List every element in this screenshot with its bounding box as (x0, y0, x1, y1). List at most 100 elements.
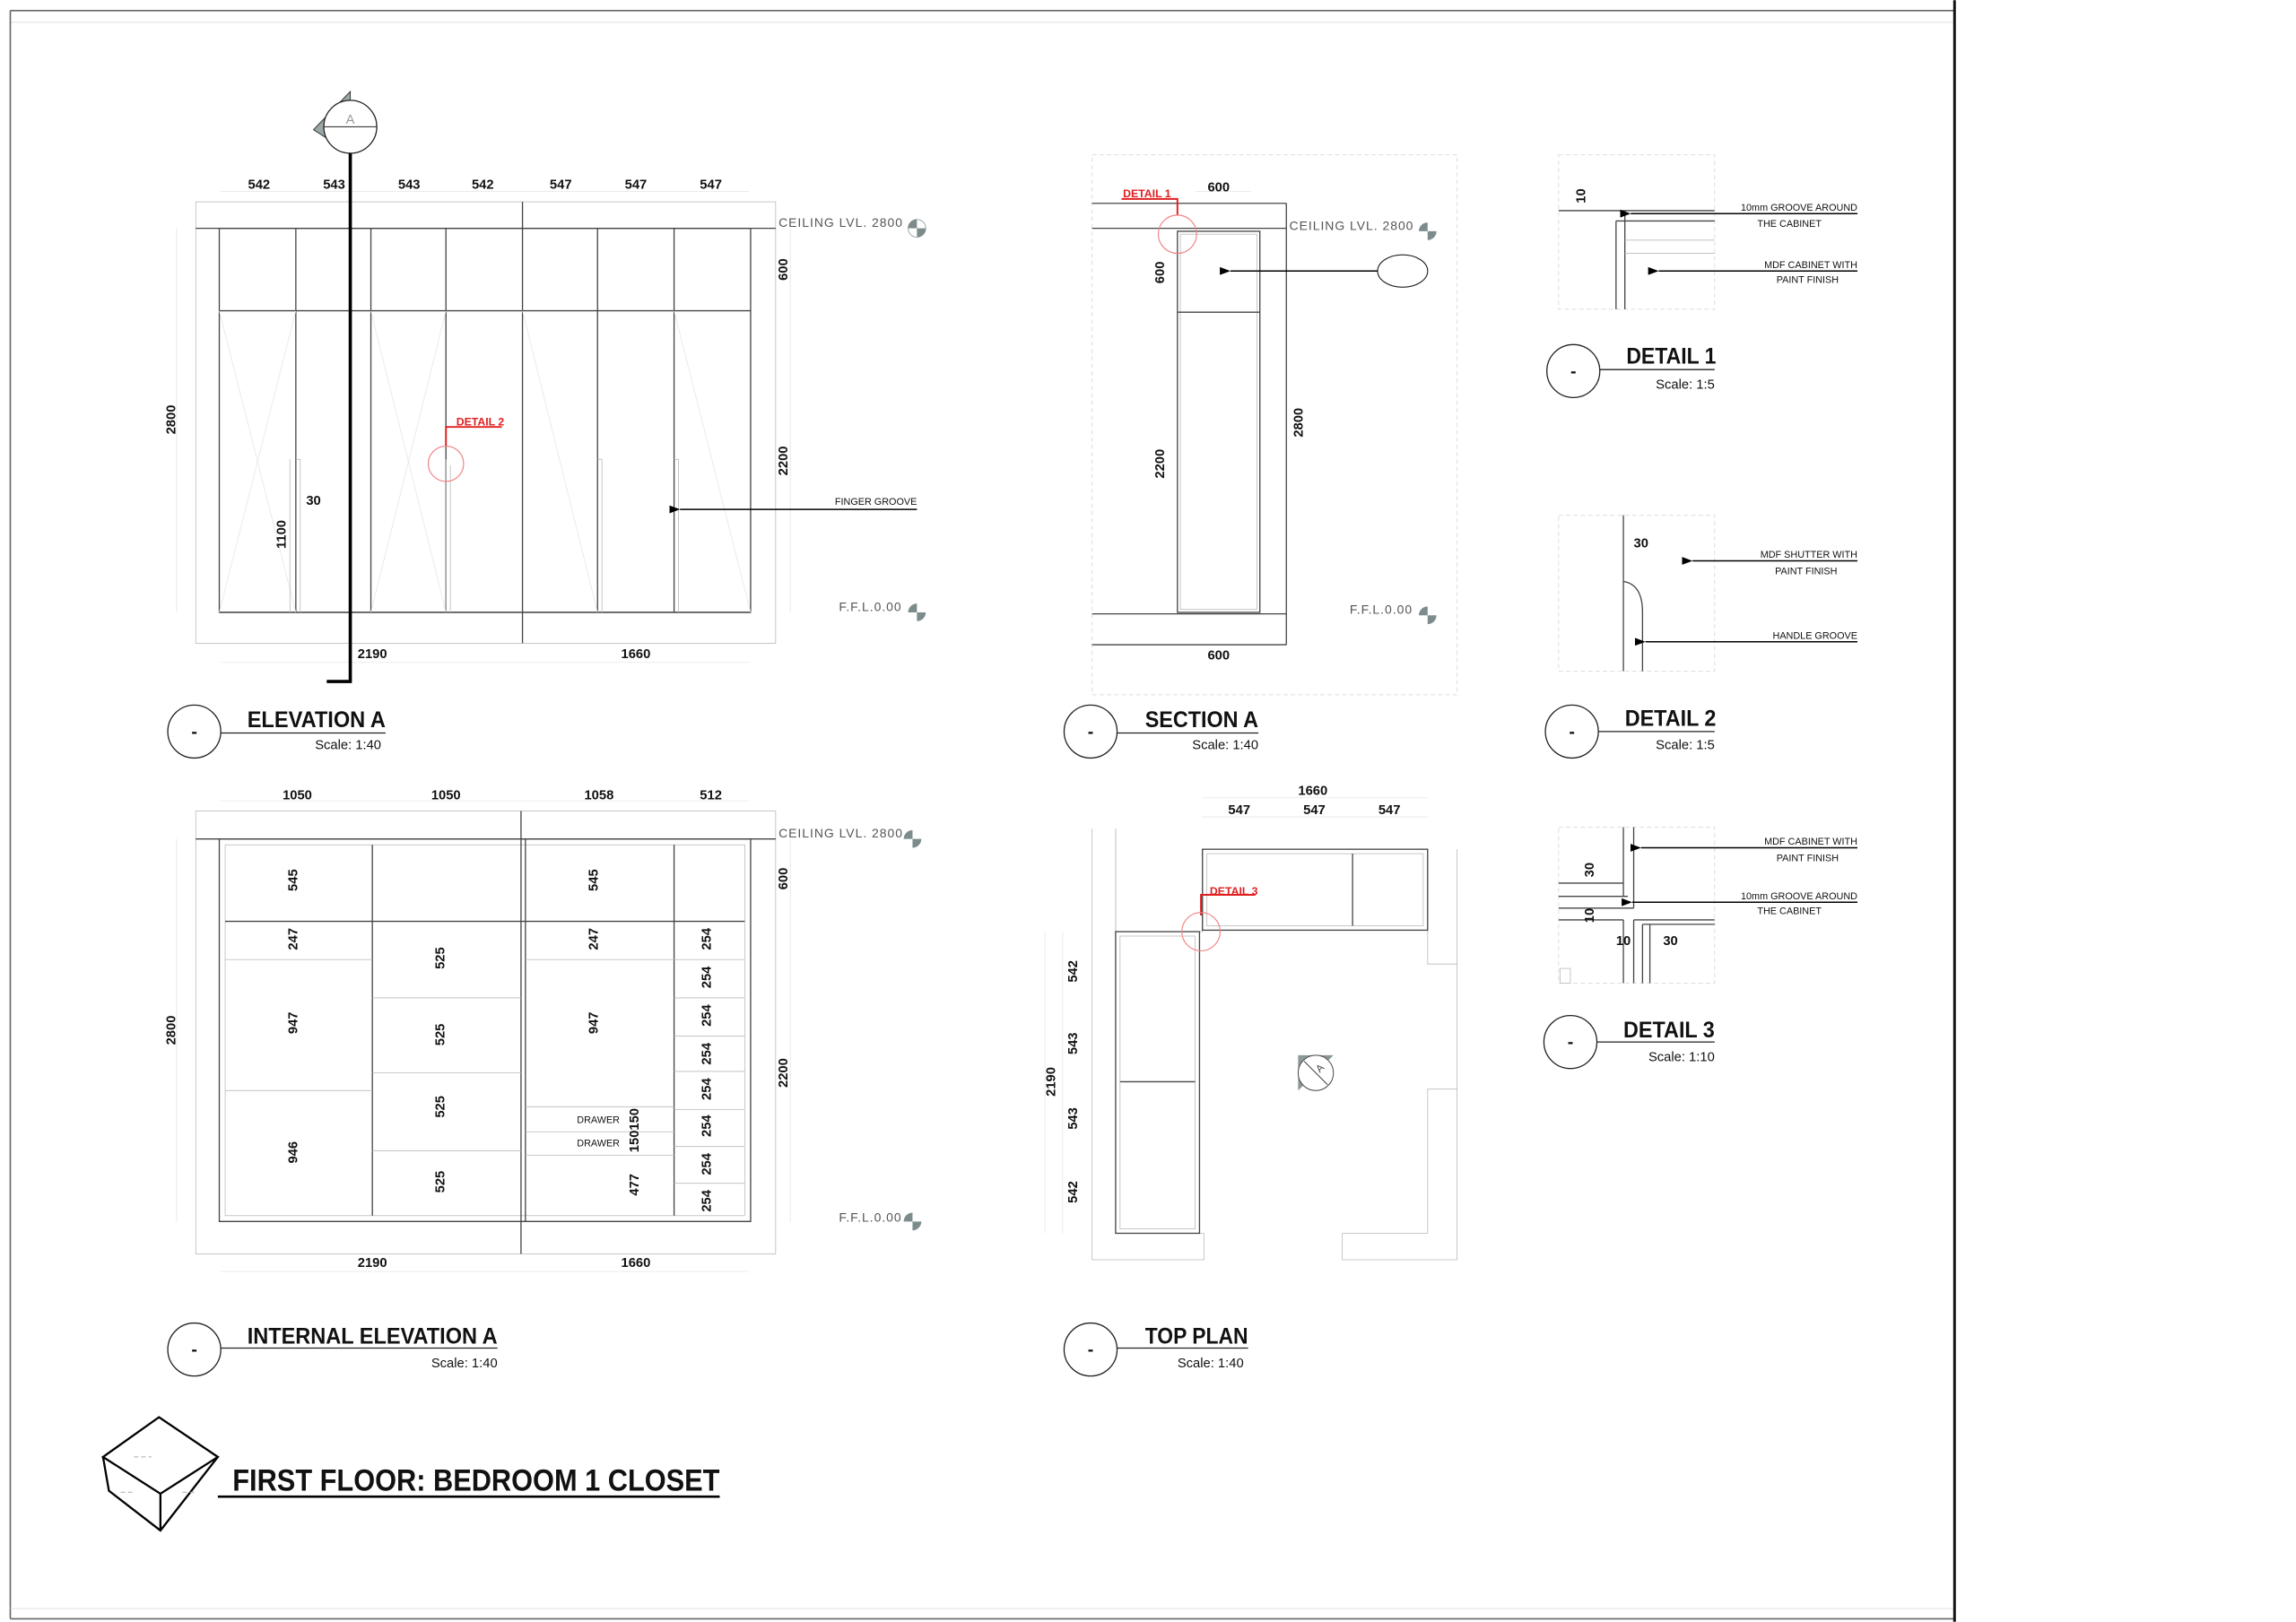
view-title: - DETAIL 2 Scale: 1:5 (1544, 704, 1717, 759)
dim-label: 247 (286, 928, 300, 950)
svg-text:Scale: 1:40: Scale: 1:40 (1178, 1357, 1244, 1371)
view-title: - INTERNAL ELEVATION A Scale: 1:40 (167, 1322, 498, 1377)
note-line: MDF SHUTTER WITH (1761, 550, 1857, 560)
detail-1-callout[interactable]: DETAIL 1 (1123, 187, 1171, 200)
svg-text:DETAIL 3: DETAIL 3 (1623, 1019, 1715, 1043)
dim-label: 150150 (628, 1108, 642, 1152)
level-marker-icon (908, 603, 926, 621)
level-marker-icon (908, 219, 926, 238)
dim-label: 547 (625, 178, 648, 192)
svg-text:A: A (346, 113, 355, 127)
dim-label: 2190 (358, 1256, 387, 1271)
dim-label: 254 (700, 927, 715, 950)
detail-3-callout[interactable]: DETAIL 3 (1210, 885, 1258, 898)
svg-text:Scale: 1:40: Scale: 1:40 (315, 739, 381, 753)
lower-dim: 2200 (1153, 449, 1168, 479)
note-line: MDF CABINET WITH (1764, 837, 1857, 847)
dim-label: 254 (700, 1115, 715, 1137)
dim-label: 947 (587, 1011, 601, 1034)
upper-dim: 600 (777, 258, 791, 281)
dim-label: 2190 (1045, 1067, 1059, 1097)
lower-dim: 2200 (777, 1058, 791, 1088)
ceiling-level-label: CEILING LVL. 2800 (1290, 218, 1414, 232)
ceiling-level-label: CEILING LVL. 2800 (778, 826, 903, 840)
level-marker-icon (1418, 606, 1437, 625)
svg-text:Scale: 1:5: Scale: 1:5 (1656, 378, 1715, 393)
dim-label: 254 (700, 1189, 715, 1211)
dim-label: 542 (248, 178, 271, 192)
finger-grooves (289, 458, 679, 612)
dim-label: 254 (700, 1152, 715, 1175)
note-line: THE CABINET (1757, 906, 1822, 916)
dim-label: 547 (1303, 803, 1326, 818)
dim-label: 543 (1066, 1107, 1081, 1130)
elevation-a-view: 542 543 543 542 547 547 547 2190 1660 28… (164, 90, 926, 759)
svg-text:Scale: 1:5: Scale: 1:5 (1656, 739, 1715, 753)
dim-label: 247 (587, 928, 601, 950)
dim-label: 525 (434, 947, 448, 969)
groove-width-dim: 30 (306, 494, 320, 508)
detail-1-view: 10 10mm GROOVE AROUND THE CABINET MDF CA… (1546, 154, 1857, 399)
dim-label: 545 (587, 869, 601, 891)
view-title: - ELEVATION A Scale: 1:40 (167, 704, 386, 759)
svg-text:Scale: 1:10: Scale: 1:10 (1648, 1050, 1715, 1064)
dim-label: 2190 (358, 647, 387, 662)
svg-text:-: - (1569, 722, 1575, 742)
note-line: HANDLE GROOVE (1773, 631, 1857, 642)
ffl-label: F.F.L.0.00 (1350, 603, 1413, 617)
dim-label: 600 (1207, 181, 1230, 195)
dim-label: 254 (700, 1042, 715, 1064)
note-line: PAINT FINISH (1775, 566, 1837, 577)
dim-label: 1050 (283, 788, 312, 802)
section-marker-icon[interactable]: A (312, 90, 378, 154)
svg-text:Scale: 1:40: Scale: 1:40 (1192, 739, 1258, 753)
finger-groove-note: FINGER GROOVE (835, 497, 917, 507)
note-line: PAINT FINISH (1777, 274, 1839, 285)
view-title: - TOP PLAN Scale: 1:40 (1063, 1322, 1248, 1377)
detail-2-callout[interactable]: DETAIL 2 (457, 416, 505, 429)
dim-label: 543 (323, 178, 345, 192)
drawer-label: DRAWER (577, 1139, 620, 1149)
level-marker-icon (903, 829, 922, 848)
svg-text:-: - (191, 722, 197, 742)
ffl-label: F.F.L.0.00 (839, 599, 901, 613)
svg-text:DETAIL 2: DETAIL 2 (1625, 707, 1717, 731)
svg-text:Scale: 1:40: Scale: 1:40 (431, 1357, 498, 1371)
cube-icon (100, 1416, 220, 1532)
section-a-view: 600 600 2800 600 2200 CEILING LVL. 2800 … (1063, 154, 1458, 759)
dim-label: 477 (628, 1174, 642, 1196)
svg-text:ELEVATION A: ELEVATION A (248, 708, 386, 733)
svg-text:-: - (1088, 722, 1094, 742)
dim-label: 542 (1066, 1181, 1081, 1203)
dim-label: 542 (472, 178, 494, 192)
dim-label: 10 (1574, 188, 1588, 203)
view-title: - SECTION A Scale: 1:40 (1063, 704, 1259, 759)
section-marker-icon[interactable]: A (1297, 1054, 1335, 1091)
dim-label: 30 (1634, 537, 1648, 551)
dim-label: 543 (398, 178, 421, 192)
internal-elevation-a-view: 1050 1050 1058 512 2190 1660 2800 600 22… (164, 788, 922, 1377)
height-dim: 2800 (164, 1016, 178, 1045)
dim-label: 1660 (622, 1256, 651, 1271)
ffl-label: F.F.L.0.00 (839, 1210, 901, 1224)
dim-label: 1050 (431, 788, 461, 802)
sheet-title: FIRST FLOOR: BEDROOM 1 CLOSET (232, 1464, 719, 1498)
dim-label: 547 (550, 178, 572, 192)
dim-label: 542 (1066, 960, 1081, 983)
svg-text:-: - (1570, 361, 1577, 381)
dim-label: 525 (434, 1096, 448, 1118)
drawer-label: DRAWER (577, 1115, 620, 1125)
note-line: PAINT FINISH (1777, 853, 1839, 863)
dim-label: 525 (434, 1024, 448, 1046)
sheet-frame (9, 0, 1956, 1622)
height-dim: 2800 (1292, 408, 1306, 438)
svg-text:SECTION A: SECTION A (1145, 708, 1259, 733)
dim-label: 525 (434, 1171, 448, 1193)
svg-text:-: - (1568, 1033, 1574, 1053)
upper-dim: 600 (777, 868, 791, 890)
detail-3-view: 30 10 10 30 MDF CABINET WITH PAINT FINIS… (1543, 827, 1857, 1070)
dim-label: 30 (1663, 934, 1677, 949)
ceiling-level-label: CEILING LVL. 2800 (778, 215, 903, 230)
note-line: THE CABINET (1757, 219, 1822, 230)
dim-label: 547 (700, 178, 722, 192)
